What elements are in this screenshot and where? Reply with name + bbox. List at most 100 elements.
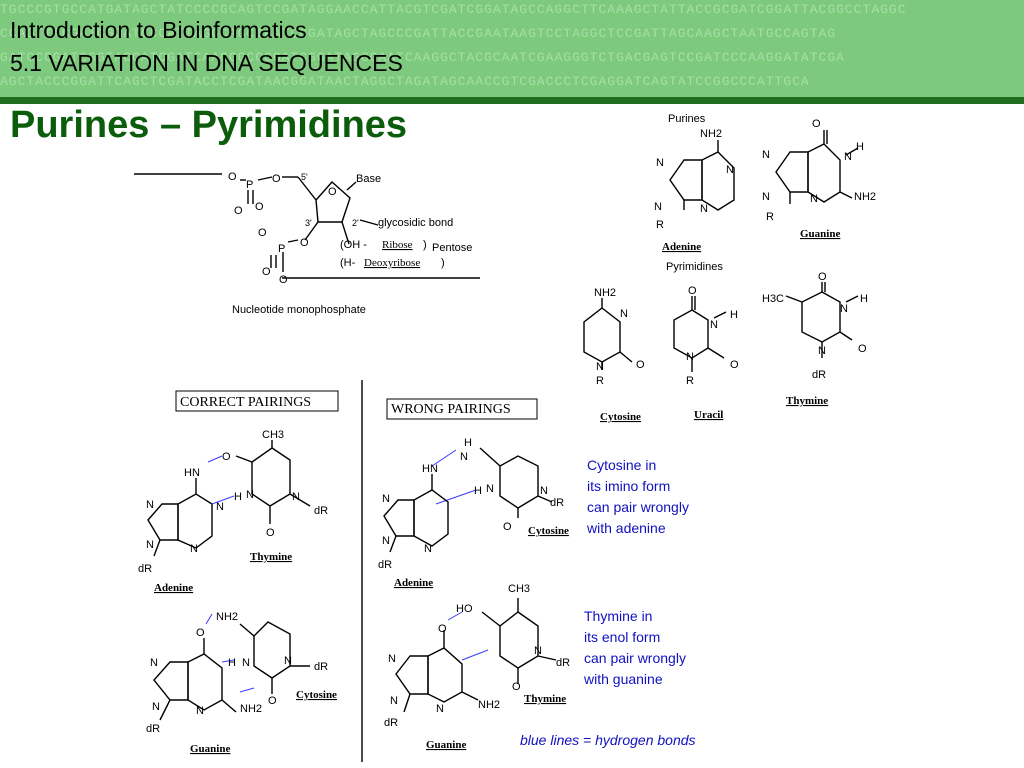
imino-note-line: its imino form xyxy=(587,478,670,494)
atom-label: dR xyxy=(138,563,152,575)
paren: ) xyxy=(441,257,445,269)
guanine-label: Guanine xyxy=(800,228,840,240)
nucleotide-structure xyxy=(134,173,480,279)
atom-label: N xyxy=(150,657,158,669)
atom-label: N xyxy=(726,164,734,176)
atom-label: O xyxy=(234,205,243,217)
thymine-structure xyxy=(785,282,859,358)
atom-label: H3C xyxy=(762,293,784,305)
guanine-wrong-label: Guanine xyxy=(426,739,466,751)
section-title: 5.1 VARIATION IN DNA SEQUENCES xyxy=(10,50,403,76)
wrong-pairings-box xyxy=(386,398,538,420)
adenine-structure xyxy=(669,140,735,211)
atom-label: NH2 xyxy=(240,703,262,715)
atom-label: N xyxy=(382,535,390,547)
atom-label: H xyxy=(474,485,482,497)
carbon-label: 3' xyxy=(305,218,312,228)
atom-label: O xyxy=(730,359,739,371)
uracil-structure xyxy=(673,296,727,372)
enol-note-line: its enol form xyxy=(584,629,660,645)
pairing-labels: CORRECT PAIRINGS WRONG PAIRINGS CH3 HN O… xyxy=(138,395,570,755)
atom-label: O xyxy=(812,118,821,130)
atom-label: O xyxy=(300,237,309,249)
atom-label: O xyxy=(262,266,271,278)
atom-label: N xyxy=(196,705,204,717)
atom-label: H xyxy=(856,141,864,153)
atom-label: N xyxy=(686,351,694,363)
atom-label: P xyxy=(246,179,253,191)
banner-divider xyxy=(0,97,1024,104)
atom-label: N xyxy=(844,151,852,163)
atom-label: N xyxy=(424,543,432,555)
atom-label: O xyxy=(268,695,277,707)
atom-label: dR xyxy=(556,657,570,669)
sequence-line: CCAGTTACGATCGGATCCCATTAGGCAGCTAATCCGATAG… xyxy=(0,26,837,41)
cytosine-pair-label: Cytosine xyxy=(296,689,337,701)
atom-label: HN xyxy=(184,467,200,479)
atom-label: N xyxy=(242,657,250,669)
atom-label: N xyxy=(818,345,826,357)
enol-note-line: can pair wrongly xyxy=(584,650,686,666)
atom-label: N xyxy=(620,308,628,320)
course-title: Introduction to Bioinformatics xyxy=(10,17,307,43)
atom-label: NH2 xyxy=(700,128,722,140)
hydrogen-bonds xyxy=(205,449,489,693)
atom-label: N xyxy=(460,451,468,463)
atom-label: dR xyxy=(550,497,564,509)
atom-label: H xyxy=(234,491,242,503)
atom-label: O xyxy=(255,201,264,213)
atom-label: N xyxy=(146,499,154,511)
atom-label: H xyxy=(860,293,868,305)
atom-label: N xyxy=(654,201,662,213)
atom-label: NH2 xyxy=(854,191,876,203)
adenine-wrong-label: Adenine xyxy=(394,577,433,589)
wrong-pairings-heading: WRONG PAIRINGS xyxy=(391,402,511,417)
guanine-structure xyxy=(775,130,859,204)
atom-label: dR xyxy=(146,723,160,735)
atom-label: O xyxy=(858,343,867,355)
adenine-cytosine-imino-pair xyxy=(383,447,553,553)
nucleotide-caption: Nucleotide monophosphate xyxy=(232,304,366,316)
atom-label: CH3 xyxy=(508,583,530,595)
paren: ) xyxy=(423,239,427,251)
atom-label: NH2 xyxy=(594,287,616,299)
atom-label: dR xyxy=(314,661,328,673)
sequence-line: GATCCCGATCGGTACCATCGATCAAGGGCCCGATCGGATA… xyxy=(0,50,845,65)
ribose-oh: (OH - xyxy=(340,239,367,251)
atom-label: N xyxy=(540,485,548,497)
guanine-thymine-enol-pair xyxy=(395,598,557,713)
header-banner: TGCCCGTGCCATGATAGCTATCCCCGCAGTCCGATAGGAA… xyxy=(0,0,1024,97)
atom-label: R xyxy=(656,219,664,231)
pyrimidines-heading: Pyrimidines xyxy=(666,261,723,273)
atom-label: N xyxy=(292,491,300,503)
imino-note-line: Cytosine in xyxy=(587,457,656,473)
slide-title: Purines – Pyrimidines xyxy=(10,104,408,146)
base-labels: Purines NH2 N N N N R Adenine O N N H NH… xyxy=(594,113,876,423)
atom-label: NH2 xyxy=(478,699,500,711)
atom-label: O xyxy=(438,623,447,635)
correct-pairings-box xyxy=(175,390,339,412)
atom-label: N xyxy=(762,149,770,161)
atom-label: O xyxy=(688,285,697,297)
ribose-label: Ribose xyxy=(382,239,413,251)
nucleotide-labels: O P O O O 5' O Base 3' 2' glycosidic bon… xyxy=(228,171,472,316)
hydrogen-bond-legend: blue lines = hydrogen bonds xyxy=(520,732,696,748)
deoxyribose-label: Deoxyribose xyxy=(364,257,420,269)
atom-label: O xyxy=(636,359,645,371)
thymine-pair-label: Thymine xyxy=(250,551,292,563)
atom-label: H xyxy=(228,657,236,669)
guanine-cytosine-pair xyxy=(153,621,310,721)
atom-label: O xyxy=(503,521,512,533)
atom-label: N xyxy=(710,319,718,331)
atom-label: O xyxy=(279,274,288,286)
atom-label: O xyxy=(266,527,275,539)
atom-label: NH2 xyxy=(216,611,238,623)
guanine-pair-label: Guanine xyxy=(190,743,230,755)
atom-label: H xyxy=(464,437,472,449)
atom-label: N xyxy=(388,653,396,665)
imino-note-line: with adenine xyxy=(586,520,666,536)
atom-label: N xyxy=(656,157,664,169)
atom-label: N xyxy=(486,483,494,495)
atom-label: R xyxy=(596,375,604,387)
